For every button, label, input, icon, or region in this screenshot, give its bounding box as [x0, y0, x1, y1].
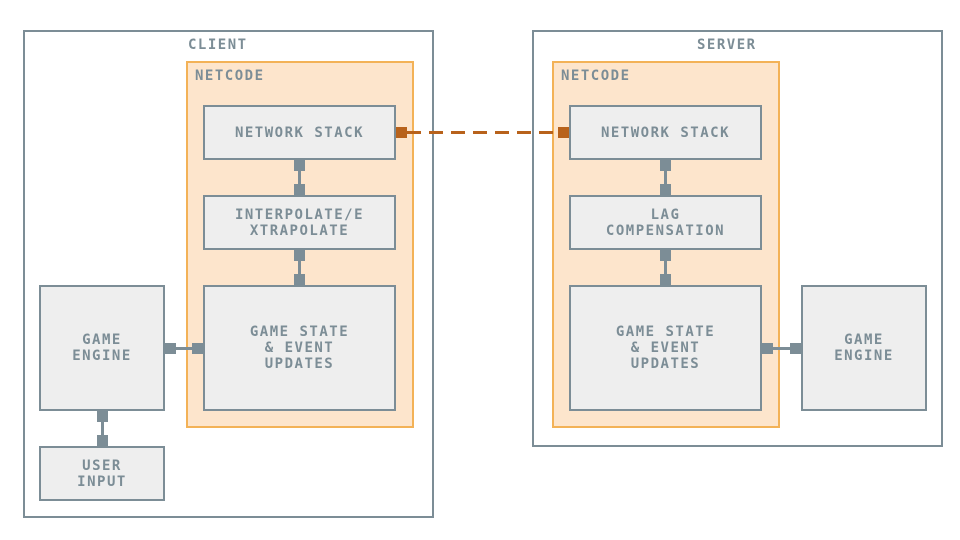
client-user-input-box: USER INPUT — [39, 446, 165, 501]
server-network-stack-box: NETWORK STACK — [569, 105, 762, 160]
client-stack-interpolate-connector — [294, 160, 305, 195]
client-interpolate-box: INTERPOLATE/E XTRAPOLATE — [203, 195, 396, 250]
client-interpolate-gamestate-connector — [294, 250, 305, 285]
server-lag-compensation-box: LAG COMPENSATION — [569, 195, 762, 250]
client-netcode-label: NETCODE — [195, 68, 265, 84]
client-game-engine-box: GAME ENGINE — [39, 285, 165, 411]
client-title: CLIENT — [188, 37, 248, 53]
client-engine-userinput-connector — [97, 411, 108, 446]
network-link-connector — [396, 127, 569, 138]
client-network-stack-box: NETWORK STACK — [203, 105, 396, 160]
server-gamestate-engine-connector — [762, 343, 801, 354]
server-lag-gamestate-connector — [660, 250, 671, 285]
server-stack-lag-connector — [660, 160, 671, 195]
server-title: SERVER — [697, 37, 757, 53]
client-game-state-box: GAME STATE & EVENT UPDATES — [203, 285, 396, 411]
server-netcode-label: NETCODE — [561, 68, 631, 84]
server-game-engine-box: GAME ENGINE — [801, 285, 927, 411]
client-engine-gamestate-connector — [165, 343, 203, 354]
server-game-state-box: GAME STATE & EVENT UPDATES — [569, 285, 762, 411]
